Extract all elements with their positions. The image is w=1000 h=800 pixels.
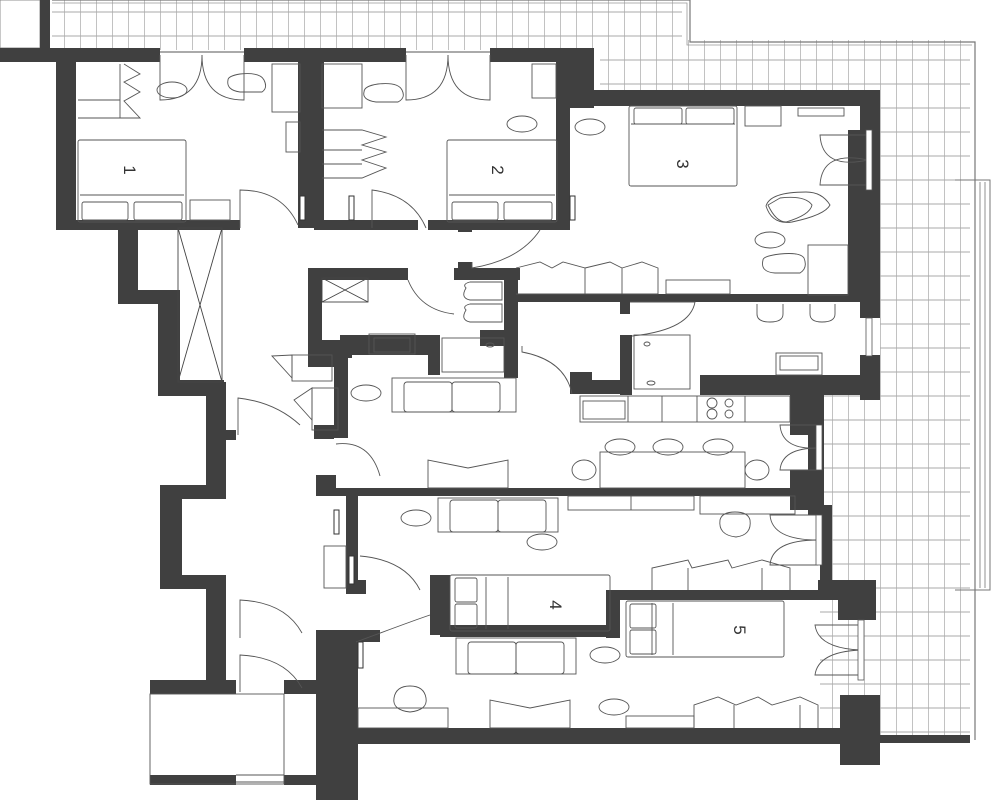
living-kitchen	[350, 377, 791, 489]
room-label-4: 4	[546, 600, 565, 609]
bedroom-1: 1	[77, 63, 301, 223]
bedroom-3: 3	[515, 105, 849, 296]
corridor-cabinets	[271, 354, 339, 431]
radiators	[299, 195, 576, 669]
room-label-2: 2	[488, 165, 507, 174]
doors	[159, 51, 869, 692]
windows	[815, 129, 873, 681]
stair-landing	[149, 693, 285, 785]
bedroom-4: 4	[323, 495, 796, 632]
room-label-3: 3	[673, 159, 692, 168]
terrace	[0, 0, 991, 740]
room-label-1: 1	[120, 165, 139, 174]
shaft	[177, 227, 369, 383]
bathroom-a	[368, 281, 505, 373]
bedroom-5: 5	[357, 600, 819, 729]
bedroom-2: 2	[321, 63, 558, 223]
room-label-5: 5	[730, 625, 749, 634]
bathroom-b	[633, 304, 836, 390]
